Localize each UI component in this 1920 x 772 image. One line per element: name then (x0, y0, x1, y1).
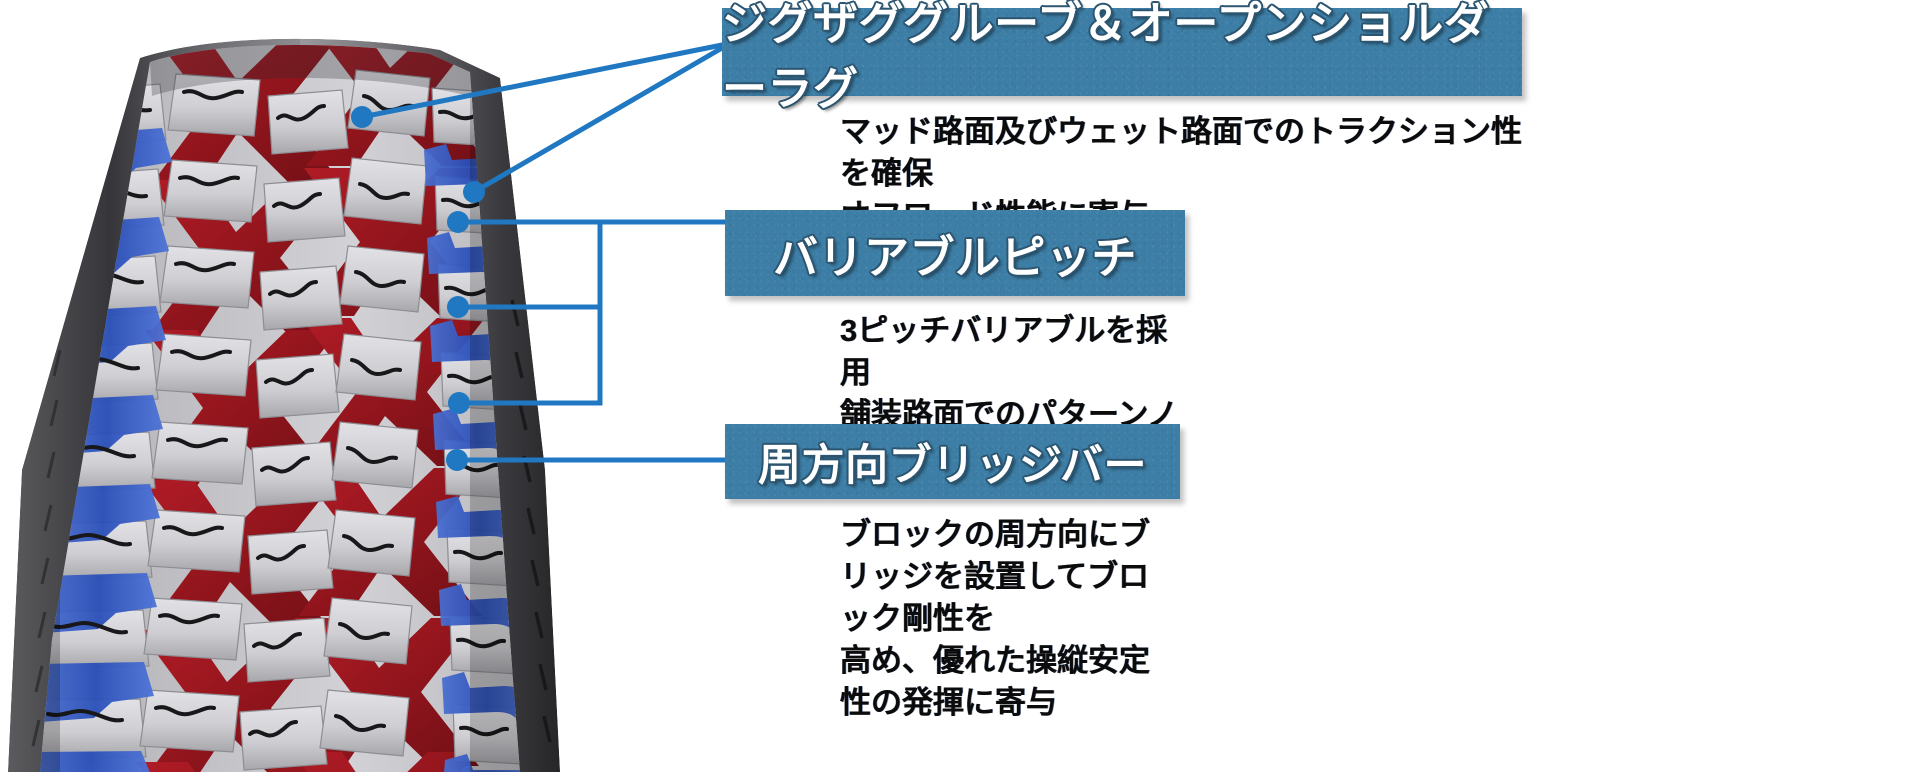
callout-variable-pitch: バリアブルピッチ 3ピッチバリアブルを採用 舗装路面でのパターンノイズを抑制 (725, 210, 1185, 474)
tire-tread-illustration (0, 0, 700, 772)
callout-variable-pitch-title: バリアブルピッチ (772, 231, 1137, 283)
callout-bridge-bar-header: 周方向ブリッジバー (725, 424, 1180, 499)
callout-zigzag-groove-header: ジグザググルーブ＆オープンショルダーラグ (722, 0, 1522, 114)
callout-variable-pitch-header: バリアブルピッチ (725, 210, 1185, 296)
tire-tread-face (40, 44, 520, 772)
callout-bridge-bar-body: ブロックの周方向にブリッジを設置してブロック剛性を 高め、優れた操縦安定性の発揮… (840, 517, 1150, 720)
callout-bridge-bar: 周方向ブリッジバー ブロックの周方向にブリッジを設置してブロック剛性を 高め、優… (725, 424, 1180, 720)
callout-bridge-bar-title: 周方向ブリッジバー (758, 441, 1147, 490)
callout-zigzag-groove-title: ジグザググルーブ＆オープンショルダーラグ (722, 0, 1490, 114)
callout-zigzag-groove: ジグザググルーブ＆オープンショルダーラグ マッド路面及びウェット路面でのトラクシ… (722, 0, 1522, 233)
